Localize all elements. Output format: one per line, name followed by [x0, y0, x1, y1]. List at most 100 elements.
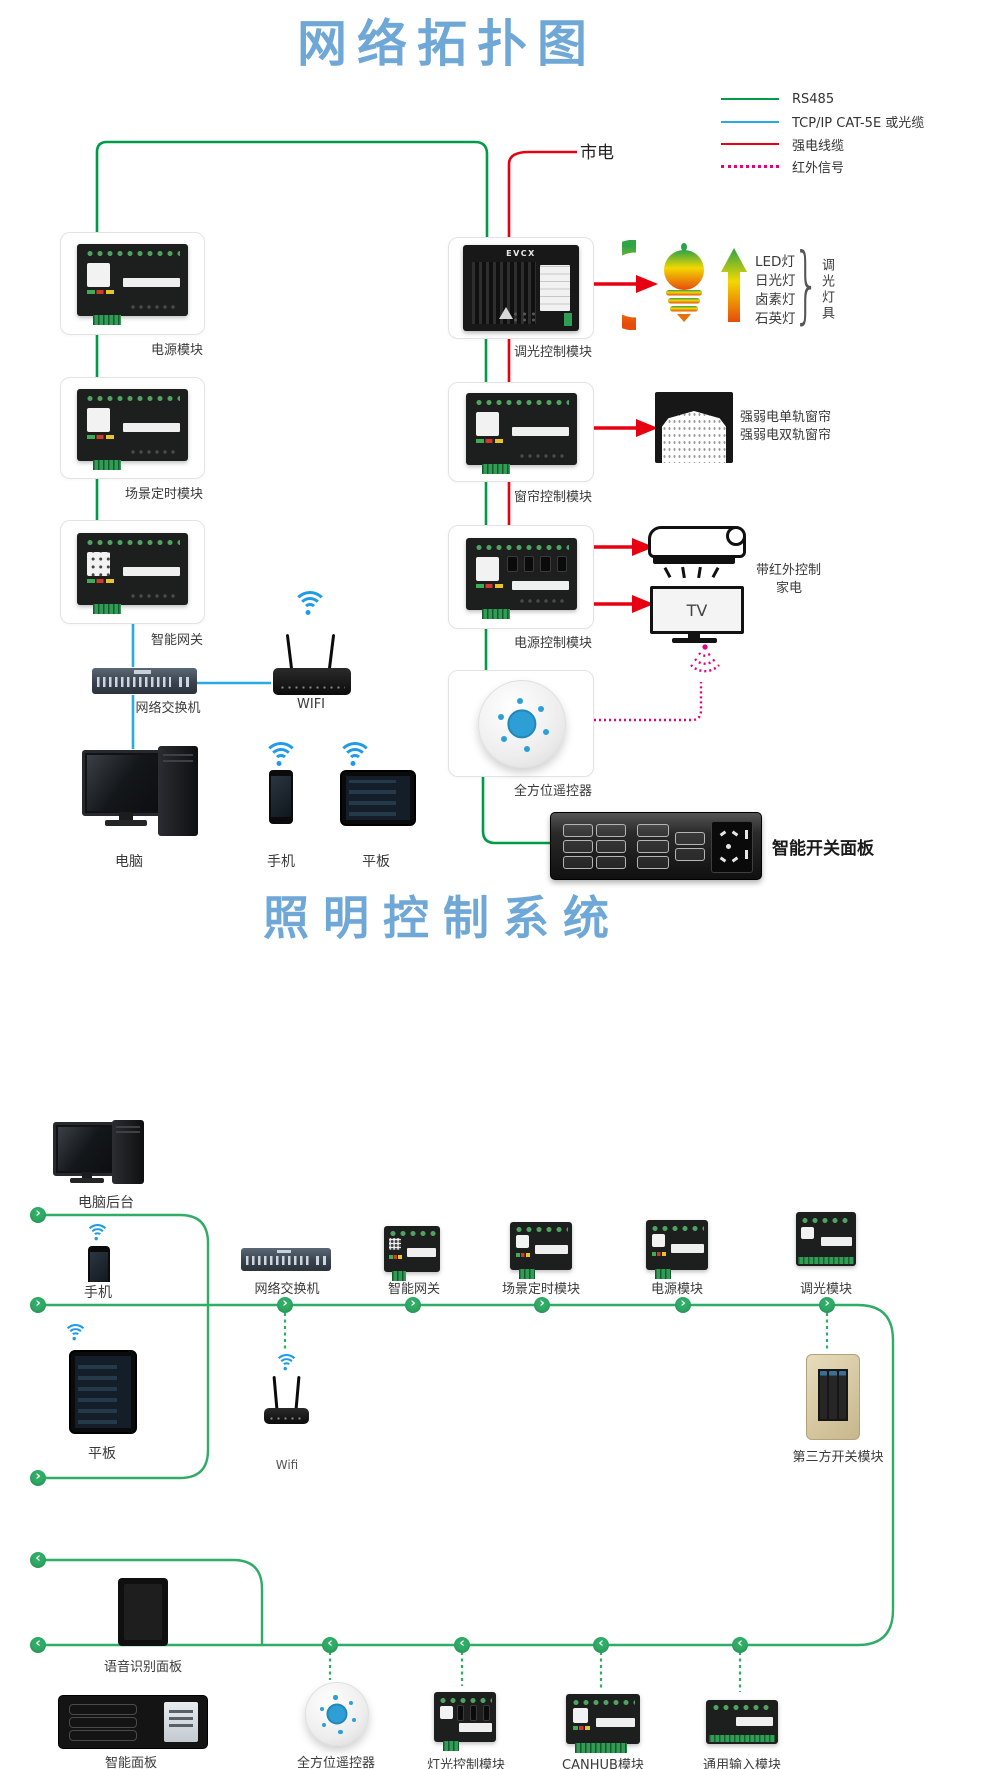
wifi-router-device — [264, 1408, 309, 1424]
curtain-double-label: 强弱电双轨窗帘 — [740, 428, 832, 443]
wifi-router-label: WIFI — [297, 697, 325, 712]
wifi-signal-icon — [292, 591, 328, 617]
tablet-device — [340, 770, 416, 826]
network-switch-label: 网络交换机 — [135, 701, 201, 716]
curtain-icon — [655, 392, 733, 463]
legend-item-ir: 红外信号 — [721, 160, 924, 176]
network-switch-device — [92, 668, 197, 694]
power-socket-icon — [711, 821, 753, 873]
omni-remote-device — [305, 1682, 369, 1746]
pc-monitor-neck — [119, 812, 133, 820]
voice-panel-device — [118, 1578, 168, 1646]
power-control-device — [466, 538, 577, 619]
rs485-trunk — [95, 140, 489, 237]
flow-node — [30, 1297, 46, 1313]
pc-backend-base — [70, 1178, 104, 1183]
wifi-signal-icon — [337, 742, 373, 768]
third-party-switch-label: 第三方开关模块 — [792, 1450, 884, 1465]
flow-loop-b — [38, 1303, 895, 1647]
page-title-lighting-control: 照明控制系统 — [263, 891, 623, 945]
remote-label: 全方位遥控器 — [513, 784, 592, 799]
ir-appliance-label-2: 家电 — [776, 581, 803, 596]
omni-remote-device — [478, 680, 566, 768]
dimmable-lamp-icon — [622, 240, 747, 330]
tablet-device — [69, 1350, 137, 1434]
third-party-switch-device — [806, 1354, 860, 1440]
ir-path — [594, 682, 703, 722]
scene-timer-box — [60, 377, 205, 479]
legend-item-rs485: RS485 — [721, 92, 924, 107]
power-module-label: 电源模块 — [650, 1282, 704, 1297]
flow-node — [732, 1637, 748, 1653]
dimmer-device: EVCX — [463, 245, 579, 331]
flow-node — [277, 1297, 293, 1313]
flow-node — [593, 1637, 609, 1653]
power-control-label: 电源控制模块 — [513, 636, 592, 651]
canhub-device — [566, 1694, 640, 1753]
power-control-box — [448, 525, 594, 629]
pc-tower — [158, 746, 198, 836]
dimmer-module-label: 调光控制模块 — [513, 345, 592, 360]
flow-node — [534, 1297, 550, 1313]
phone-label: 手机 — [267, 854, 295, 870]
curtain-module-label: 窗帘控制模块 — [513, 490, 592, 505]
rs485-line-icon — [721, 98, 779, 100]
gateway-label: 智能网关 — [150, 633, 203, 648]
phone-label: 手机 — [82, 1282, 114, 1302]
lamp-type-led: LED灯 — [755, 254, 795, 270]
ir-line-icon — [721, 165, 779, 168]
flow-node — [819, 1297, 835, 1313]
tablet-label: 平板 — [362, 854, 390, 870]
power-module-device — [77, 244, 188, 325]
lamp-type-fluorescent: 日光灯 — [755, 273, 796, 289]
canhub-label: CANHUB模块 — [562, 1758, 644, 1769]
wifi-signal-icon — [263, 742, 299, 768]
curtain-module-device — [466, 393, 577, 474]
tablet-label: 平板 — [88, 1446, 116, 1462]
flow-loop-a — [38, 1213, 210, 1480]
legend: RS485 TCP/IP CAT-5E 或光缆 强电线缆 红外信号 — [721, 92, 924, 182]
flow-branch-d — [38, 1558, 264, 1646]
tv-base — [672, 638, 717, 643]
power-line-icon — [721, 143, 779, 145]
pc-backend-label: 电脑后台 — [78, 1195, 134, 1211]
mains-line — [507, 150, 577, 237]
air-conditioner-icon — [648, 526, 746, 558]
smart-panel-device — [58, 1695, 208, 1749]
lamp-type-quartz: 石英灯 — [755, 311, 796, 327]
flow-node — [675, 1297, 691, 1313]
smart-switch-panel-label: 智能开关面板 — [772, 839, 874, 859]
scene-timer-label: 场景定时模块 — [124, 487, 203, 502]
dimmable-fixtures-label: 调光灯具 — [819, 258, 834, 322]
flow-node — [30, 1552, 46, 1568]
smart-switch-panel-device — [550, 812, 762, 880]
gateway-box — [60, 520, 205, 624]
tv-stand — [688, 631, 700, 638]
curtain-single-label: 强弱电单轨窗帘 — [740, 410, 832, 425]
flow-wireless-drops — [283, 1313, 829, 1692]
brand-logo: EVCX — [506, 249, 536, 258]
ac-vent — [653, 556, 735, 564]
network-switch-label: 网络交换机 — [254, 1282, 320, 1297]
wifi-signal-icon — [63, 1324, 88, 1342]
voice-panel-label: 语音识别面板 — [103, 1660, 183, 1675]
mains-label: 市电 — [580, 143, 614, 163]
light-control-device — [434, 1692, 496, 1751]
scene-timer-device — [510, 1222, 572, 1279]
page-title-network-topology: 网络拓扑图 — [297, 15, 597, 73]
flow-node — [30, 1207, 46, 1223]
flow-node — [405, 1297, 421, 1313]
wifi-signal-icon — [85, 1224, 110, 1242]
ir-appliance-label-1: 带红外控制 — [756, 563, 822, 578]
tcpip-lines — [131, 622, 271, 749]
curtain-module-box — [448, 382, 594, 482]
pc-backend-neck — [82, 1172, 92, 1178]
legend-item-power-cable: 强电线缆 — [721, 137, 924, 154]
phone-device — [269, 770, 293, 824]
gateway-device — [384, 1226, 440, 1281]
scene-timer-device — [77, 389, 188, 470]
power-module-label: 电源模块 — [150, 343, 203, 358]
omni-remote-label: 全方位遥控器 — [296, 1756, 376, 1769]
